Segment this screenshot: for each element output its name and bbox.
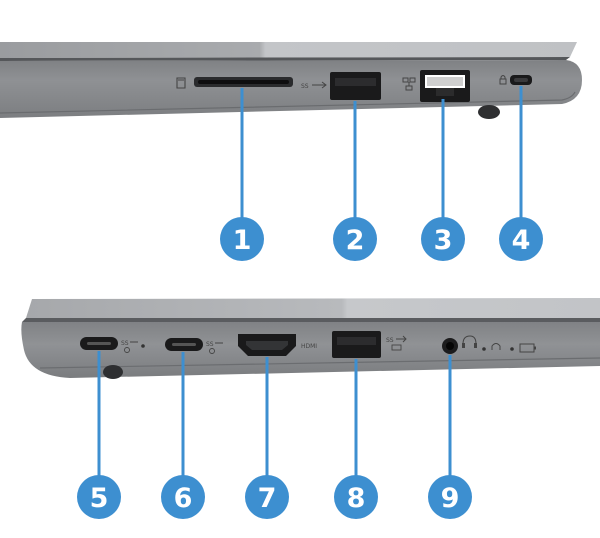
left-side-view: SS SS HDMI SS [21, 298, 600, 519]
svg-text:SS: SS [206, 341, 214, 348]
usb-c-port-2[interactable] [165, 338, 203, 351]
usb-a-port-top[interactable] [330, 72, 381, 100]
lid-bottom-view [26, 298, 600, 318]
lock-icon [499, 75, 507, 85]
usb-c-icon: SS [121, 340, 145, 353]
callout-4: 4 [499, 217, 543, 261]
sd-card-icon [176, 77, 186, 89]
headset-status-icon [491, 343, 501, 350]
svg-text:SS: SS [121, 340, 129, 347]
callout-5: 5 [77, 475, 121, 519]
ethernet-port[interactable] [420, 70, 470, 102]
battery-status-icon [519, 343, 536, 353]
svg-text:5: 5 [90, 483, 109, 514]
callout-9: 9 [428, 475, 472, 519]
svg-text:8: 8 [347, 483, 366, 514]
security-lock-slot[interactable] [510, 75, 532, 85]
usb-a-icon: SS [386, 335, 407, 351]
callout-8: 8 [334, 475, 378, 519]
usb-a-icon: SS [301, 81, 327, 90]
sd-card-slot[interactable] [194, 77, 293, 87]
svg-text:6: 6 [174, 483, 193, 514]
callout-6: 6 [161, 475, 205, 519]
callout-2: 2 [333, 217, 377, 261]
right-side-view: SS [0, 42, 582, 261]
svg-text:2: 2 [346, 225, 365, 256]
chassis-bottom-view [21, 322, 600, 378]
leader-lines-top [240, 86, 523, 220]
leader-lines-bottom [97, 351, 452, 478]
svg-text:HDMI: HDMI [301, 343, 317, 350]
usb-a-port-bottom[interactable] [332, 331, 381, 358]
rubber-foot [103, 365, 123, 379]
svg-text:9: 9 [441, 483, 460, 514]
svg-text:7: 7 [258, 483, 277, 514]
headphone-icon [462, 335, 477, 348]
svg-text:SS: SS [386, 337, 394, 344]
rubber-foot [478, 105, 500, 119]
svg-text:SS: SS [301, 83, 309, 90]
status-indicators [482, 343, 536, 353]
usb-c-icon: SS [206, 341, 223, 354]
usb-c-port-1[interactable] [80, 337, 118, 350]
audio-jack[interactable] [442, 338, 458, 354]
svg-text:1: 1 [233, 225, 252, 256]
hdmi-icon: HDMI [301, 343, 317, 350]
ethernet-icon [402, 77, 416, 91]
callout-7: 7 [245, 475, 289, 519]
lid-top-view [0, 42, 577, 58]
svg-text:3: 3 [434, 225, 453, 256]
svg-text:4: 4 [512, 225, 531, 256]
callout-3: 3 [421, 217, 465, 261]
hdmi-port[interactable] [238, 334, 296, 356]
callout-1: 1 [220, 217, 264, 261]
